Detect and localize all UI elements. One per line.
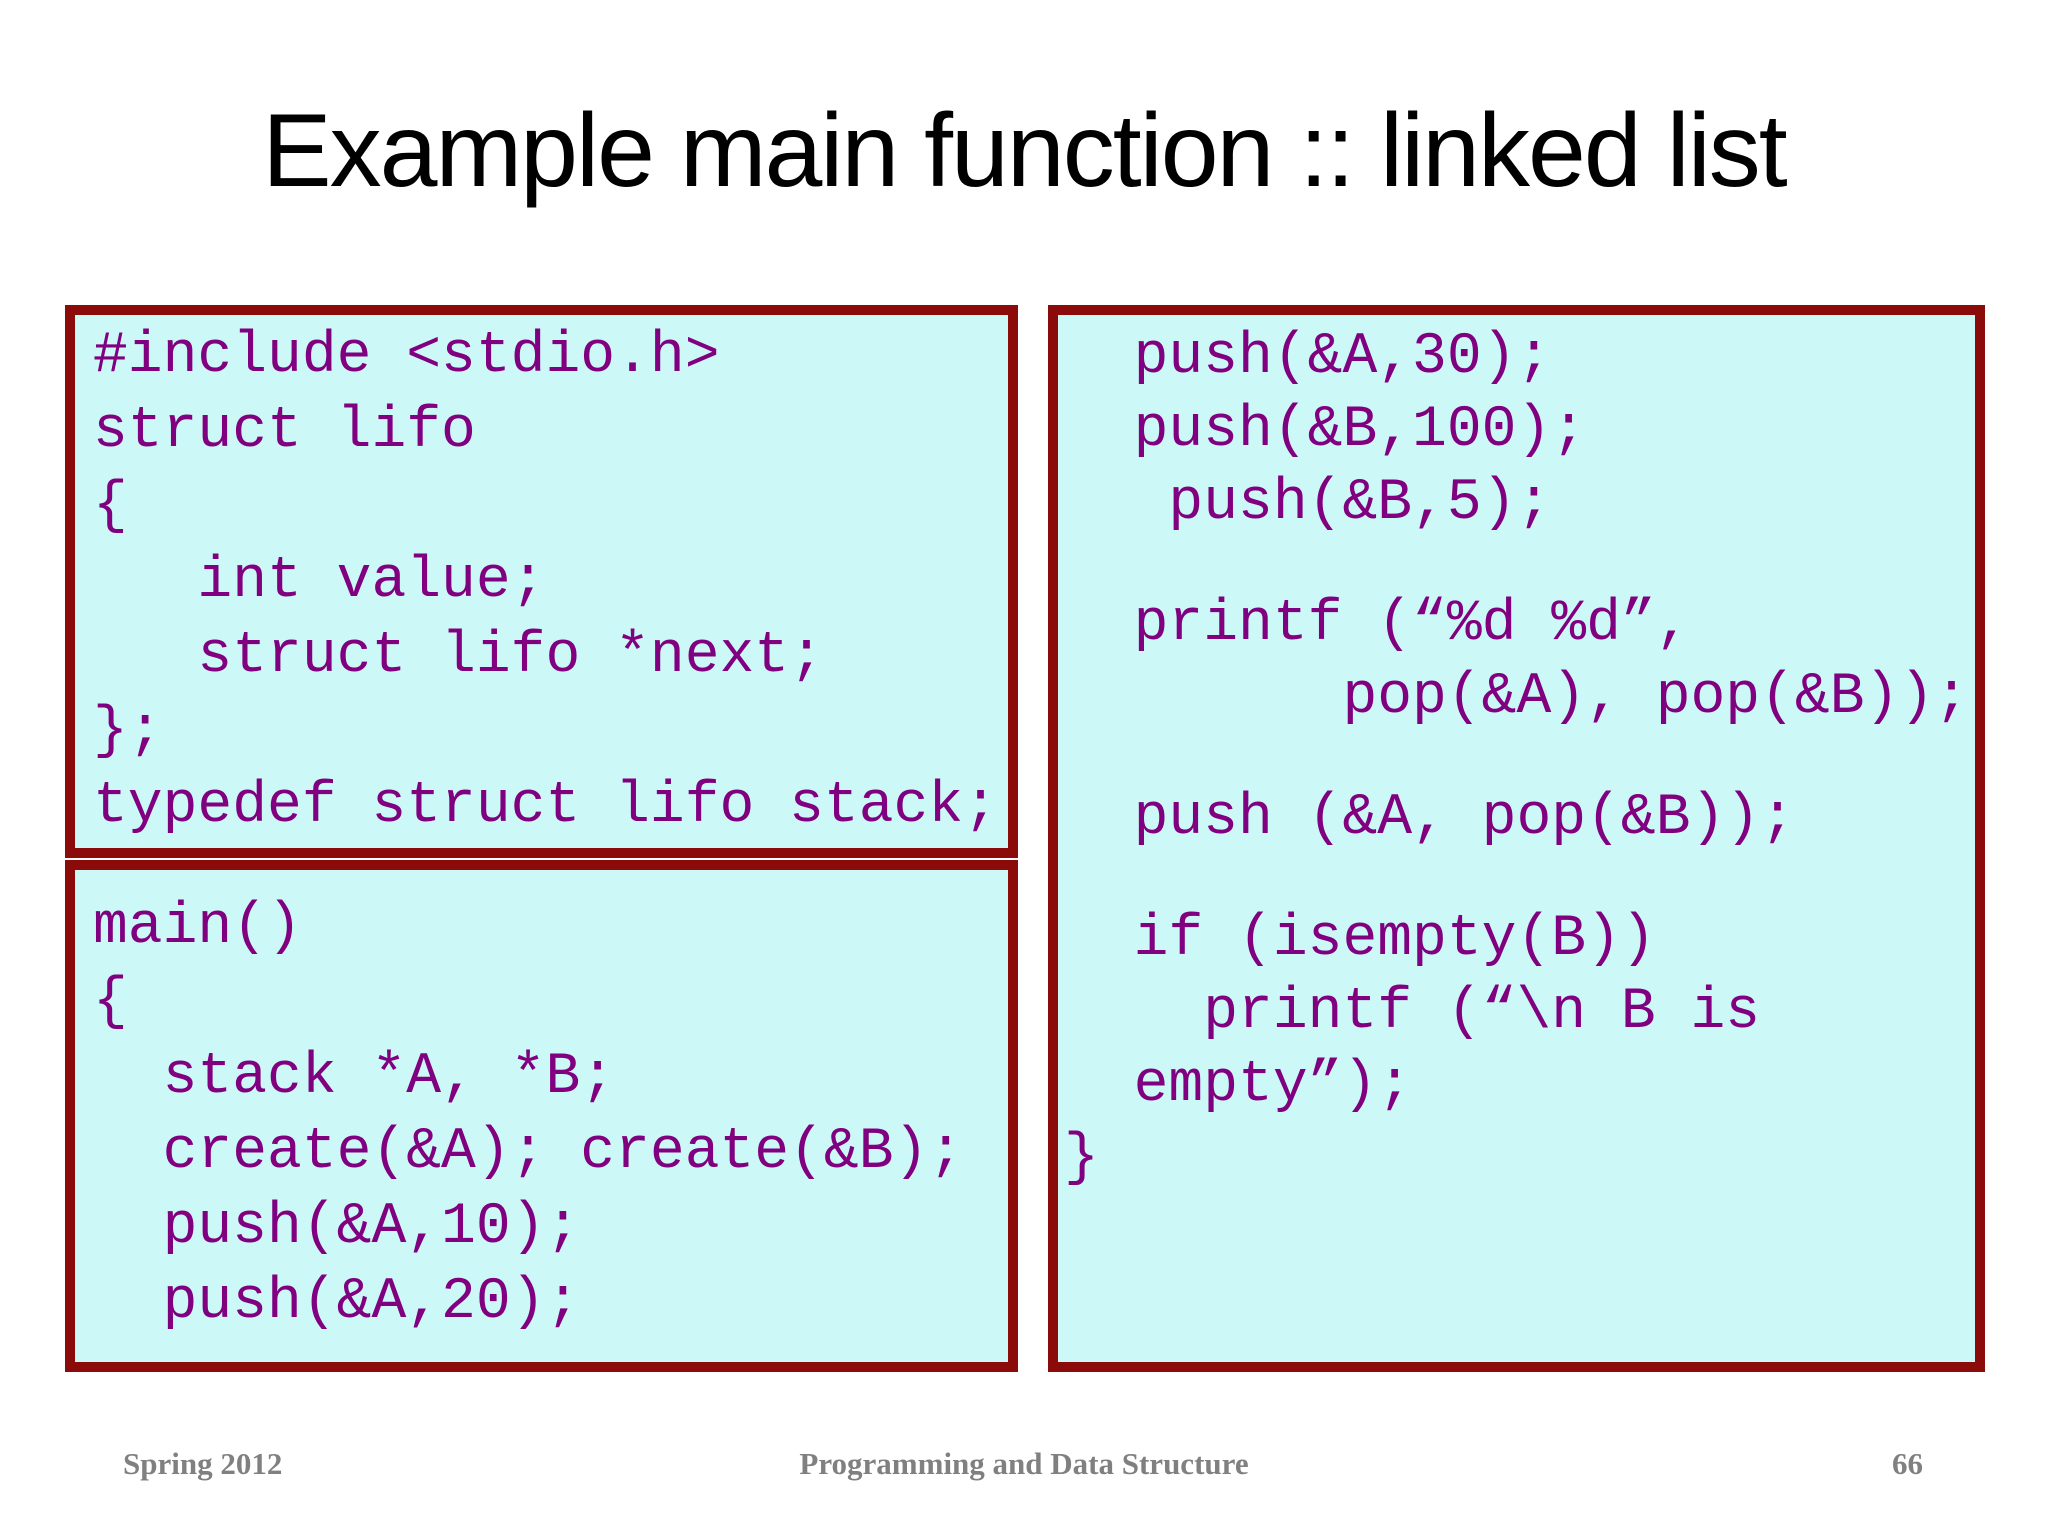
code-line: printf (“%d %d”, (1064, 592, 1691, 657)
code-line: int value; (93, 549, 546, 614)
code-line: push (&A, pop(&B)); (1064, 786, 1795, 851)
footer: Spring 2012 Programming and Data Structu… (0, 1446, 2048, 1490)
code-box-declarations: #include <stdio.h> struct lifo { int value… (65, 305, 1018, 858)
code-line: } (1064, 1126, 1099, 1191)
code-line: { (93, 474, 128, 539)
page-title: Example main function :: linked list (262, 93, 1787, 209)
code-box-main-part1: main() { stack *A, *B; create(&A); create… (65, 860, 1018, 1372)
code-line: push(&B,5); (1064, 471, 1552, 536)
code-line: stack *A, *B; (93, 1045, 616, 1110)
code-line (1064, 734, 1975, 782)
code-line (1064, 855, 1975, 903)
code-line: struct lifo *next; (93, 624, 824, 689)
code-line: push(&B,100); (1064, 398, 1587, 463)
code-line: main() (93, 895, 302, 960)
code-line: }; (93, 699, 163, 764)
code-line: { (93, 970, 128, 1035)
code-line: pop(&A), pop(&B)); (1064, 665, 1969, 730)
code-line (1064, 540, 1975, 588)
footer-course-title: Programming and Data Structure (799, 1446, 1249, 1481)
code-line: push(&A,20); (93, 1270, 581, 1335)
code-line: push(&A,30); (1064, 325, 1552, 390)
code-line: printf (“\n B is (1064, 980, 1761, 1045)
code-line: empty”); (1064, 1053, 1413, 1118)
code-line: struct lifo (93, 399, 476, 464)
code-line: typedef struct lifo stack; (93, 774, 998, 839)
footer-date: Spring 2012 (123, 1446, 283, 1481)
code-line: push(&A,10); (93, 1195, 581, 1260)
code-box-main-part2: push(&A,30); push(&B,100); push(&B,5); p… (1048, 305, 1985, 1372)
footer-page-number: 66 (1892, 1446, 1923, 1481)
code-line: create(&A); create(&B); (93, 1120, 964, 1185)
code-line: if (isempty(B)) (1064, 907, 1656, 972)
code-line: #include <stdio.h> (93, 324, 720, 389)
